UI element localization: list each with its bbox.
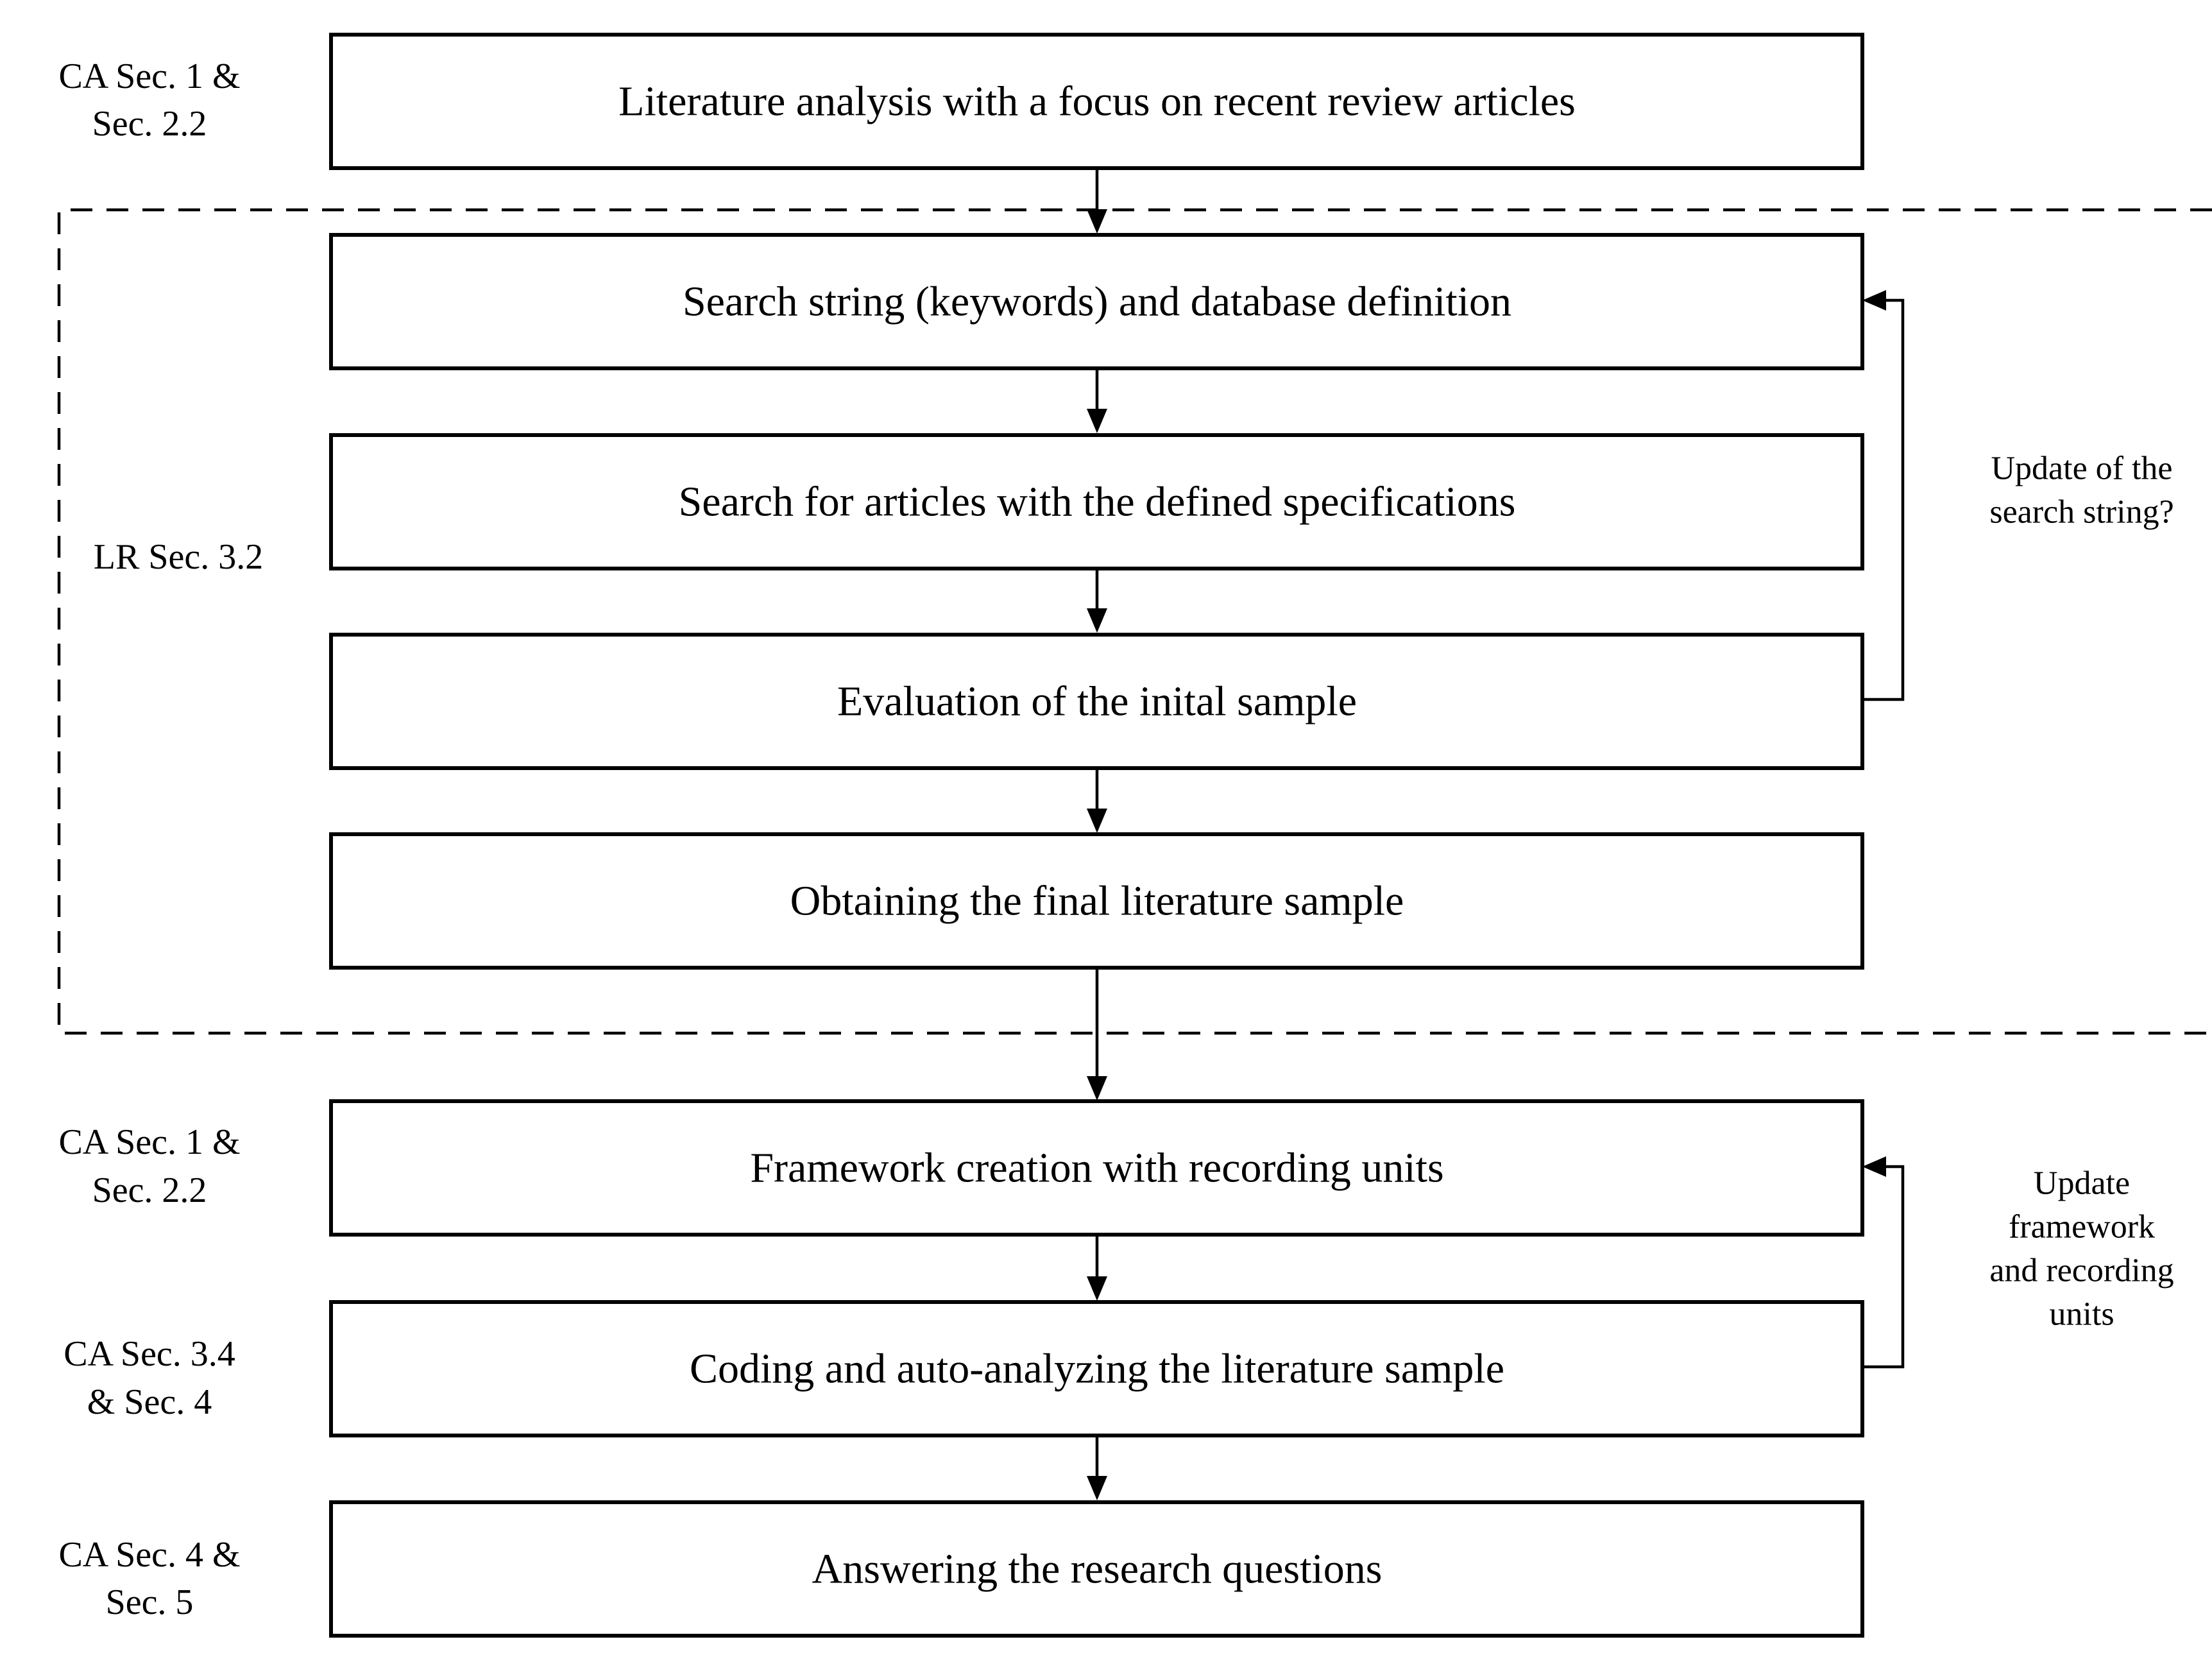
step-label-4: Evaluation of the inital sample xyxy=(837,678,1357,725)
step6-reference-line-2: Sec. 2.2 xyxy=(92,1170,207,1210)
step-box-2 xyxy=(329,233,1864,370)
search-update-label-line-1: Update of the xyxy=(1991,450,2172,487)
arrowhead-3-4 xyxy=(1087,608,1107,633)
step-label-5: Obtaining the final literature sample xyxy=(790,878,1404,925)
loop-annotations: Update of the search string? Update fram… xyxy=(1989,450,2174,1333)
step-box-7 xyxy=(329,1300,1864,1437)
step1-reference-line-2: Sec. 2.2 xyxy=(92,104,207,144)
step-box-5 xyxy=(329,832,1864,970)
arrowhead-4-5 xyxy=(1087,809,1107,833)
step7-reference-line-1: CA Sec. 3.4 xyxy=(64,1334,235,1374)
connectors xyxy=(1087,168,1107,1500)
step8-reference-line-1: CA Sec. 4 & xyxy=(58,1535,240,1575)
framework-update-label-line-1: Update xyxy=(2034,1165,2130,1202)
framework-update-loop-arrowhead xyxy=(1862,1156,1886,1177)
step1-reference-line-1: CA Sec. 1 & xyxy=(58,56,240,96)
arrowhead-6-7 xyxy=(1087,1276,1107,1301)
framework-update-label-line-4: units xyxy=(2049,1296,2114,1333)
section-references: CA Sec. 1 & Sec. 2.2 LR Sec. 3.2 CA Sec.… xyxy=(58,56,263,1622)
step-box-1 xyxy=(329,33,1864,170)
search-update-loop-arrowhead xyxy=(1862,290,1886,311)
step-label-8: Answering the research questions xyxy=(812,1546,1382,1593)
framework-update-loop xyxy=(1862,1156,1905,1369)
step-label-2: Search string (keywords) and database de… xyxy=(683,278,1511,325)
literature-review-region xyxy=(57,208,2212,1035)
arrowhead-1-2 xyxy=(1087,209,1107,234)
search-update-loop xyxy=(1862,290,1905,701)
step-box-3 xyxy=(329,433,1864,570)
step-label-3: Search for articles with the defined spe… xyxy=(679,479,1516,526)
framework-update-label-line-2: framework xyxy=(2009,1209,2155,1246)
step-label-6: Framework creation with recording units xyxy=(750,1145,1443,1192)
step8-reference-line-2: Sec. 5 xyxy=(106,1582,194,1622)
arrowhead-5-6 xyxy=(1087,1076,1107,1101)
framework-update-label-line-3: and recording xyxy=(1989,1253,2174,1289)
step6-reference-line-1: CA Sec. 1 & xyxy=(58,1122,240,1162)
step-box-4 xyxy=(329,633,1864,770)
arrowhead-2-3 xyxy=(1087,409,1107,433)
step-boxes xyxy=(329,33,1864,1638)
literature-review-reference: LR Sec. 3.2 xyxy=(94,537,263,577)
step-box-8 xyxy=(329,1500,1864,1638)
step-labels: Literature analysis with a focus on rece… xyxy=(618,78,1576,1593)
step-label-7: Coding and auto-analyzing the literature… xyxy=(690,1346,1504,1392)
search-update-label-line-2: search string? xyxy=(1989,494,2174,531)
step-label-1: Literature analysis with a focus on rece… xyxy=(618,78,1576,125)
arrowhead-7-8 xyxy=(1087,1476,1107,1500)
framework-update-loop-line xyxy=(1862,1165,1905,1369)
step-box-6 xyxy=(329,1099,1864,1237)
step7-reference-line-2: & Sec. 4 xyxy=(87,1382,212,1422)
search-update-loop-line xyxy=(1862,298,1905,701)
